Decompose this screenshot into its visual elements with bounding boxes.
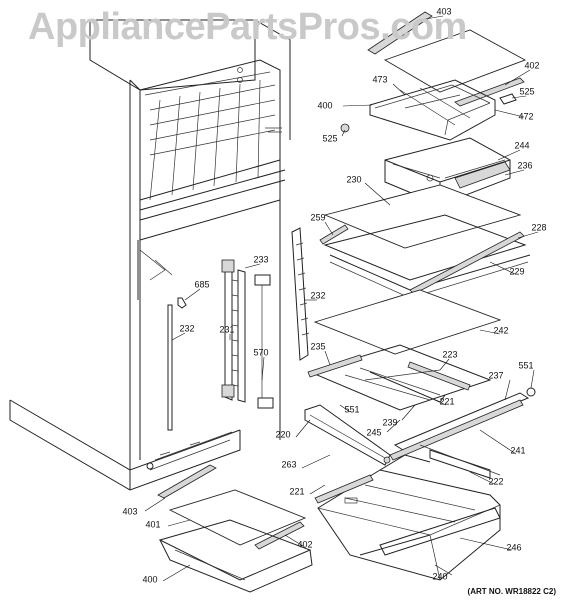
part-callout-263: 263 — [281, 459, 296, 469]
slide-out-shelf-frame — [307, 344, 492, 411]
part-callout-401: 401 — [145, 519, 160, 529]
part-callout-551: 551 — [518, 360, 533, 370]
part-callout-223: 223 — [442, 349, 457, 359]
part-callout-233: 233 — [253, 254, 268, 264]
part-callout-570: 570 — [253, 347, 268, 357]
watermark-text: AppliancePartsPros.com — [28, 6, 467, 48]
part-callout-240: 240 — [432, 571, 447, 581]
part-callout-400: 400 — [142, 574, 157, 584]
lower-glass-shelf — [157, 464, 307, 550]
part-callout-525: 525 — [322, 133, 337, 143]
upper-shelf-assembly — [340, 11, 527, 141]
part-callout-246: 246 — [506, 542, 521, 552]
part-callout-245: 245 — [366, 427, 381, 437]
part-callout-525: 525 — [519, 86, 534, 96]
part-callout-236: 236 — [517, 160, 532, 170]
shelf-rail-left — [167, 297, 187, 431]
leader-lines — [144, 15, 539, 582]
part-callout-222: 222 — [488, 476, 503, 486]
shelf-support-ladder — [221, 259, 274, 409]
part-callout-400: 400 — [317, 100, 332, 110]
part-callout-228: 228 — [531, 222, 546, 232]
part-callout-259: 259 — [310, 212, 325, 222]
part-callout-685: 685 — [194, 279, 209, 289]
part-callout-403: 403 — [122, 506, 137, 516]
art-number: (ART NO. WR18822 C2) — [467, 587, 556, 596]
part-callout-239: 239 — [382, 417, 397, 427]
part-callout-402: 402 — [524, 60, 539, 70]
part-callout-473: 473 — [372, 74, 387, 84]
part-callout-551: 551 — [344, 404, 359, 414]
glass-shelf-242 — [313, 289, 502, 355]
part-callout-472: 472 — [518, 111, 533, 121]
shelf-front-trim — [304, 404, 391, 466]
part-callout-235: 235 — [310, 341, 325, 351]
crisper-pans — [314, 454, 501, 581]
part-callout-231: 231 — [219, 324, 234, 334]
fresh-food-cabinet — [9, 19, 291, 491]
part-callout-232: 232 — [179, 323, 194, 333]
callout-labels: 403 402 525 473 400 472 525 244 236 230 259 228 229 2… — [122, 6, 546, 584]
part-callout-221: 221 — [289, 486, 304, 496]
pan-rail — [419, 444, 501, 479]
glass-shelf-230 — [323, 184, 522, 249]
drawer-cover-rod — [389, 387, 536, 461]
lower-shelf-frame — [158, 519, 313, 593]
part-callout-221: 221 — [439, 396, 454, 406]
part-callout-402: 402 — [297, 539, 312, 549]
part-callout-229: 229 — [509, 266, 524, 276]
part-callout-230: 230 — [346, 174, 361, 184]
shelf-rail-right — [291, 227, 310, 361]
part-callout-241: 241 — [510, 445, 525, 455]
part-callout-237: 237 — [488, 370, 503, 380]
part-callout-220: 220 — [275, 429, 290, 439]
part-callout-244: 244 — [514, 140, 529, 150]
part-callout-232: 232 — [310, 290, 325, 300]
part-callout-242: 242 — [493, 325, 508, 335]
part-callout-403: 403 — [436, 6, 451, 16]
